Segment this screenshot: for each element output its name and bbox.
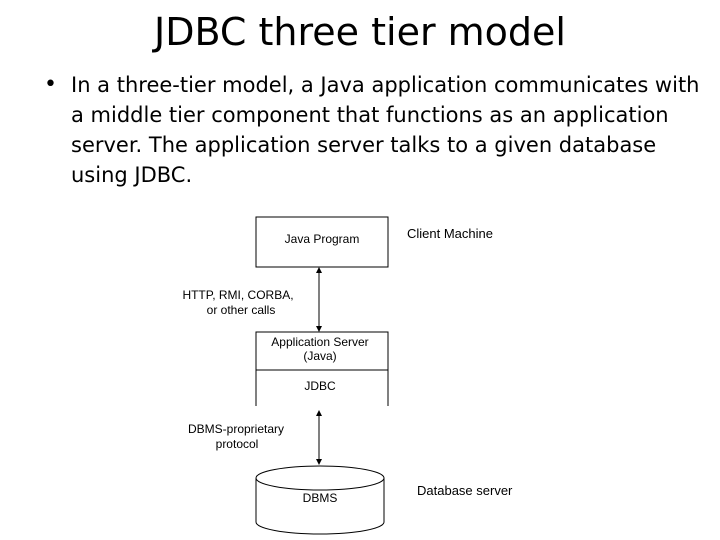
link2-label-line2: protocol bbox=[216, 437, 259, 451]
client-side-label: Client Machine bbox=[407, 226, 493, 241]
bullet-text: In a three-tier model, a Java applicatio… bbox=[71, 73, 700, 187]
app-server-label-line2: (Java) bbox=[303, 349, 336, 363]
dbms-cylinder bbox=[255, 465, 385, 535]
db-side-label: Database server bbox=[417, 483, 513, 498]
jdbc-label: JDBC bbox=[304, 379, 336, 393]
client-box-label: Java Program bbox=[285, 232, 360, 246]
slide-title: JDBC three tier model bbox=[154, 10, 566, 54]
client-box bbox=[255, 216, 389, 268]
link1-label-line1: HTTP, RMI, CORBA, bbox=[182, 288, 293, 302]
bullet-marker: • bbox=[44, 72, 57, 97]
app-server-label-line1: Application Server bbox=[271, 335, 368, 349]
link2-label-line1: DBMS-proprietary bbox=[188, 422, 284, 436]
link1-label-line2: or other calls bbox=[207, 303, 276, 317]
dbms-label: DBMS bbox=[303, 491, 338, 505]
